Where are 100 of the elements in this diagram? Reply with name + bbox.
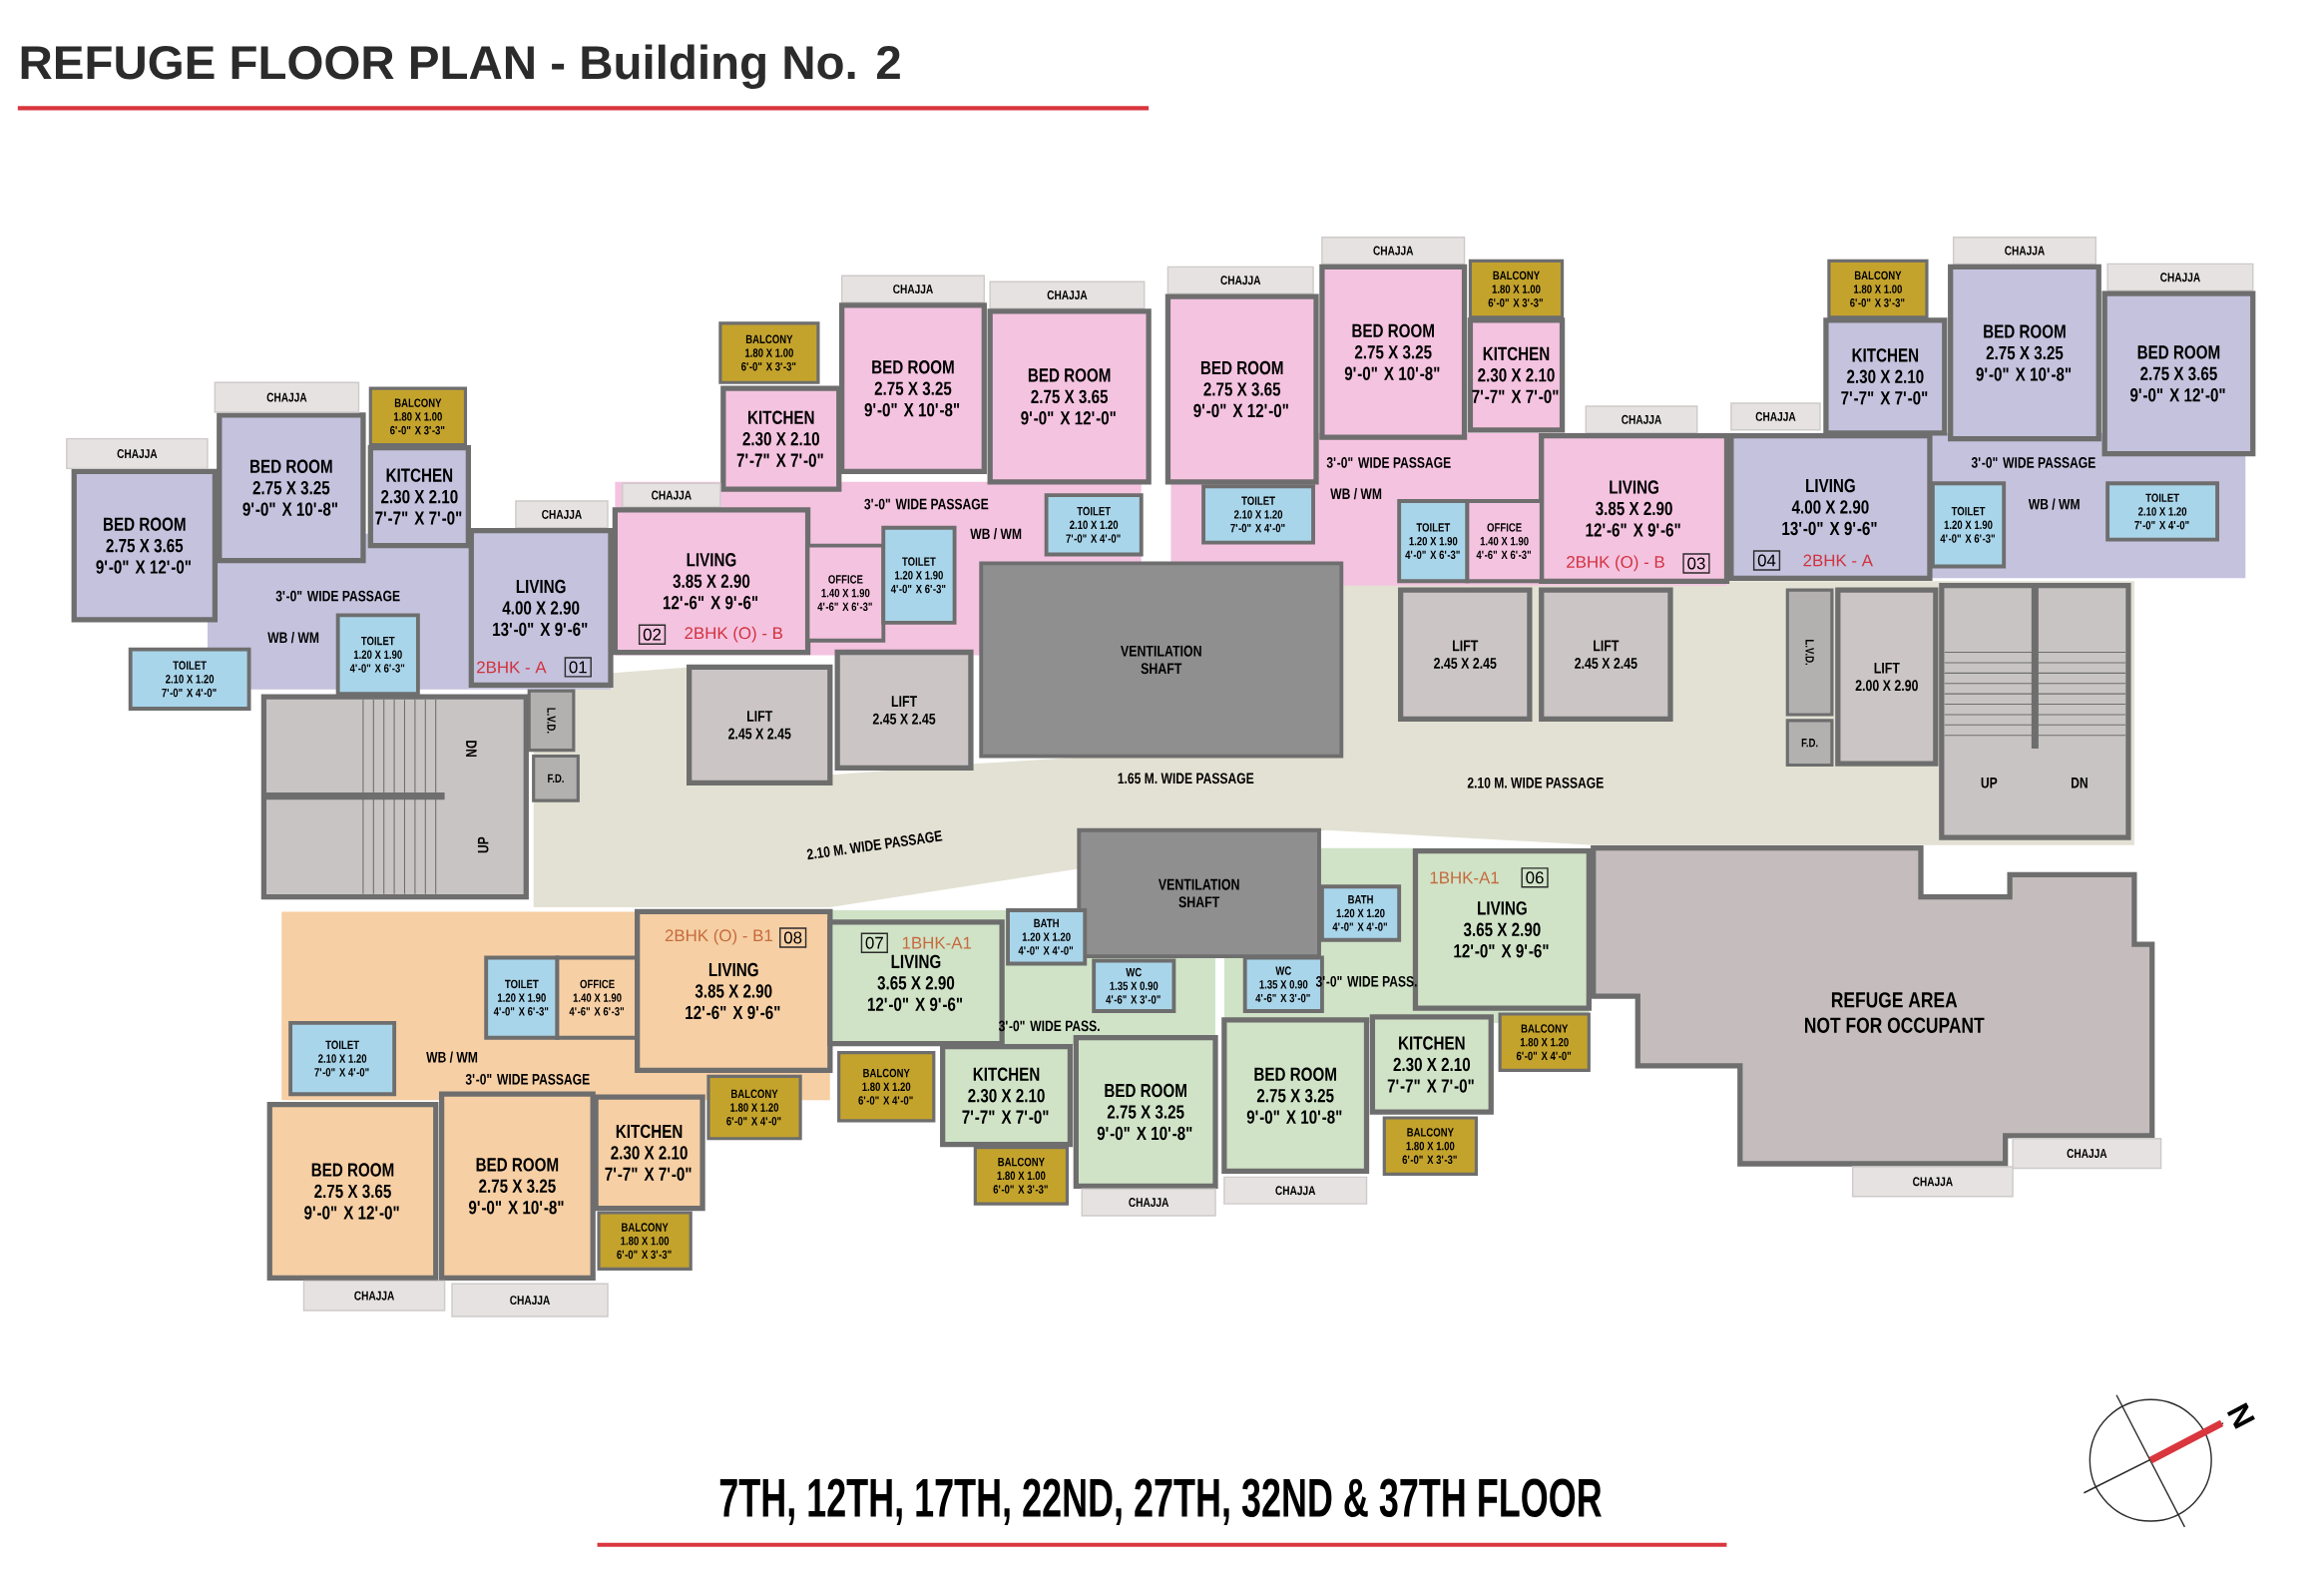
toilet-box: TOILET 2.10 X 1.20 7'-0" X 4'-0": [2105, 481, 2219, 542]
chajja-band: CHAJJA: [1223, 1176, 1368, 1205]
passage-label: 3'-0" WIDE PASSAGE: [1326, 457, 1451, 468]
balcony-box: BALCONY 1.80 X 1.20 6'-0" X 4'-0": [1498, 1012, 1591, 1072]
toilet-box: TOILET 1.20 X 1.90 4'-0" X 6'-3": [1397, 499, 1470, 584]
stair-direction-label: DN: [2072, 778, 2088, 788]
chajja-band: CHAJJA: [1081, 1188, 1216, 1217]
balcony-box: BALCONY 1.80 X 1.20 6'-0" X 4'-0": [837, 1051, 936, 1123]
chajja-band: CHAJJA: [1851, 1166, 2014, 1198]
unit-type-label: 2BHK (O) - B: [685, 626, 783, 643]
passage-label: 1.65 M. WIDE PASSAGE: [1118, 773, 1254, 785]
unit-type-label: 2BHK - A: [477, 661, 547, 674]
fixture-label: WB / WM: [970, 528, 1022, 540]
room-box: KITCHEN 2.30 X 2.10 7'-7" X 7'-0": [1823, 317, 1948, 436]
ventilation-shaft: VENTILATION SHAFT: [1077, 827, 1321, 959]
room-box: BED ROOM 2.75 X 3.25 9'-0" X 10'-8": [1221, 1017, 1370, 1175]
toilet-box: TOILET 2.10 X 1.20 7'-0" X 4'-0": [288, 1020, 397, 1097]
toilet-box: TOILET 2.10 X 1.20 7'-0" X 4'-0": [1201, 484, 1315, 545]
balcony-box: BALCONY 1.80 X 1.00 6'-0" X 3'-3": [1827, 259, 1929, 319]
balcony-box: BALCONY 1.80 X 1.00 6'-0" X 3'-3": [1468, 259, 1565, 319]
room-box: OFFICE 1.40 X 1.90 4'-6" X 6'-3": [805, 543, 886, 643]
toilet-box: TOILET 1.20 X 1.90 4'-0" X 6'-3": [484, 955, 560, 1040]
room-box: BED ROOM 2.75 X 3.25 9'-0" X 10'-8": [1073, 1035, 1218, 1189]
title: REFUGE FLOOR PLAN - Building No. 2: [21, 44, 900, 90]
room-box: KITCHEN 2.30 X 2.10 7'-7" X 7'-0": [593, 1094, 705, 1212]
chajja-band: CHAJJA: [1585, 405, 1698, 434]
stair-direction-label: UP: [477, 836, 489, 853]
room-box: KITCHEN 2.30 X 2.10 7'-7" X 7'-0": [940, 1044, 1074, 1148]
toilet-box: TOILET 1.20 X 1.90 4'-0" X 6'-3": [881, 525, 957, 625]
stair-direction-label: UP: [1981, 778, 1998, 788]
room-box: KITCHEN 2.30 X 2.10 7'-7" X 7'-0": [367, 444, 471, 549]
chajja-band: CHAJJA: [66, 437, 209, 470]
room-box: KITCHEN 2.30 X 2.10 7'-7" X 7'-0": [1369, 1014, 1494, 1115]
unit-number-box: 01: [564, 657, 592, 678]
unit-type-label: 2BHK - A: [1803, 554, 1873, 567]
toilet-box: TOILET 2.10 X 1.20 7'-0" X 4'-0": [1044, 493, 1144, 557]
room-box: KITCHEN 2.30 X 2.10 7'-7" X 7'-0": [1467, 317, 1566, 433]
toilet-box: TOILET 1.20 X 1.90 4'-0" X 6'-3": [335, 613, 420, 697]
caption: 7TH, 12TH, 17TH, 22ND, 27TH, 32ND & 37TH FLOOR: [719, 1478, 1602, 1525]
north-label: N: [2226, 1402, 2255, 1429]
passage-label: 3'-0" WIDE PASS.: [998, 1020, 1100, 1032]
unit-number-box: 04: [1752, 550, 1781, 571]
passage-label: 3'-0" WIDE PASSAGE: [465, 1074, 590, 1085]
unit-number-box: 08: [779, 927, 807, 948]
room-box: BED ROOM 2.75 X 3.25 9'-0" X 10'-8": [839, 302, 987, 475]
chajja-band: CHAJJA: [515, 500, 609, 529]
room-box: BED ROOM 2.75 X 3.25 9'-0" X 10'-8": [1948, 263, 2101, 442]
passage-label: 3'-0" WIDE PASSAGE: [1971, 457, 2095, 468]
unit-number-box: 07: [860, 932, 888, 953]
toilet-box: BATH 1.20 X 1.20 4'-0" X 4'-0": [1006, 908, 1088, 966]
room-box: BED ROOM 2.75 X 3.65 9'-0" X 12'-0": [987, 308, 1152, 485]
chajja-band: CHAJJA: [1952, 237, 2096, 265]
unit-number-box: 02: [638, 624, 667, 645]
lift-box: LIFT 2.45 X 2.45: [1398, 587, 1533, 723]
passage-label: 2.10 M. WIDE PASSAGE: [806, 830, 943, 860]
room-box: OFFICE 1.40 X 1.90 4'-6" X 6'-3": [555, 955, 640, 1040]
room-box: OFFICE 1.40 X 1.90 4'-6" X 6'-3": [1465, 499, 1544, 584]
fixture-label: WB / WM: [1330, 488, 1382, 500]
passage-label: 3'-0" WIDE PASS.: [1315, 976, 1417, 987]
fixture-label: WB / WM: [2028, 498, 2080, 510]
chajja-band: CHAJJA: [622, 482, 721, 508]
balcony-box: BALCONY 1.80 X 1.00 6'-0" X 3'-3": [973, 1146, 1070, 1206]
chajja-band: CHAJJA: [1166, 265, 1314, 294]
chajja-band: CHAJJA: [214, 381, 360, 413]
passage-label: 3'-0" WIDE PASSAGE: [275, 590, 400, 602]
fixture-label: WB / WM: [267, 632, 319, 644]
duct-box: L.V.D.: [527, 689, 576, 753]
lift-box: LIFT 2.45 X 2.45: [1539, 587, 1673, 723]
room-box: BED ROOM 2.75 X 3.65 9'-0" X 12'-0": [266, 1101, 439, 1282]
balcony-box: BALCONY 1.80 X 1.00 6'-0" X 3'-3": [368, 386, 467, 447]
unit-type-label: 2BHK (O) - B: [1567, 555, 1664, 572]
chajja-band: CHAJJA: [2012, 1138, 2162, 1170]
unit-type-label: 1BHK-A1: [1430, 871, 1499, 884]
passage-label: 2.10 M. WIDE PASSAGE: [1467, 777, 1604, 788]
chajja-band: CHAJJA: [840, 274, 985, 303]
unit-type-label: 2BHK (O) - B1: [665, 928, 772, 945]
balcony-box: BALCONY 1.80 X 1.00 6'-0" X 3'-3": [718, 321, 820, 384]
duct-box: F.D.: [1785, 719, 1834, 768]
duct-box: L.V.D.: [1785, 588, 1834, 717]
toilet-box: TOILET 2.10 X 1.20 7'-0" X 4'-0": [128, 647, 251, 711]
unit-number-box: 06: [1521, 867, 1549, 888]
chajja-band: CHAJJA: [302, 1280, 446, 1311]
room-box: BED ROOM 2.75 X 3.65 9'-0" X 12'-0": [71, 468, 219, 623]
chajja-band: CHAJJA: [451, 1283, 609, 1317]
balcony-box: BALCONY 1.80 X 1.20 6'-0" X 4'-0": [706, 1074, 802, 1141]
ventilation-shaft: VENTILATION SHAFT: [979, 561, 1344, 759]
chajja-band: CHAJJA: [989, 280, 1146, 309]
balcony-box: BALCONY 1.80 X 1.00 6'-0" X 3'-3": [597, 1211, 693, 1272]
duct-box: F.D.: [532, 754, 580, 802]
chajja-band: CHAJJA: [1730, 402, 1821, 431]
room-box: BED ROOM 2.75 X 3.65 9'-0" X 12'-0": [2101, 290, 2256, 457]
unit-number-box: 03: [1682, 553, 1710, 574]
lift-box: LIFT 2.00 X 2.90: [1835, 587, 1939, 767]
passage-label: 3'-0" WIDE PASSAGE: [864, 498, 989, 510]
lift-box: LIFT 2.45 X 2.45: [687, 664, 833, 785]
toilet-box: WC 1.35 X 0.90 4'-6" X 3'-0": [1092, 958, 1176, 1013]
unit-type-label: 1BHK-A1: [902, 936, 972, 949]
stair-direction-label: DN: [466, 741, 477, 757]
chajja-band: CHAJJA: [2106, 262, 2254, 291]
balcony-box: BALCONY 1.80 X 1.00 6'-0" X 3'-3": [1382, 1116, 1478, 1176]
